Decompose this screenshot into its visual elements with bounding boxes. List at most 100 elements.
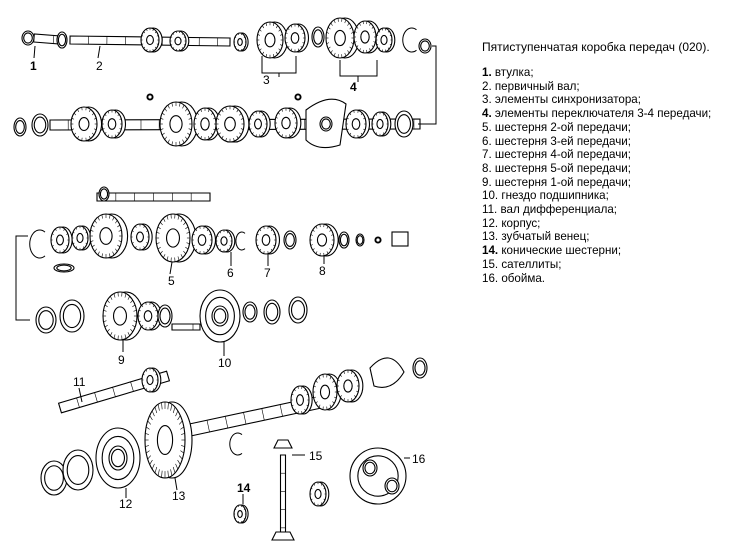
gear-tooth — [118, 240, 122, 242]
gear-tooth — [91, 244, 95, 248]
ring-inner — [364, 461, 376, 475]
switching-element-part — [375, 27, 396, 53]
gear-tooth — [75, 246, 77, 249]
gear-tooth — [276, 25, 278, 29]
gear-tooth — [75, 227, 77, 230]
gear-tooth — [213, 117, 216, 120]
ring-inner — [356, 235, 364, 245]
washer-part — [338, 231, 350, 249]
gear-bore — [290, 32, 300, 44]
legend-item-number: 12. — [482, 216, 499, 230]
gear-tooth — [181, 47, 184, 49]
gear-tooth — [359, 48, 361, 51]
gear-tooth — [312, 229, 315, 232]
gear-tooth — [383, 113, 385, 116]
bearing-part — [242, 301, 258, 323]
gear-tooth — [285, 42, 288, 44]
legend-item-number: 5. — [482, 120, 492, 134]
gear-tooth — [328, 26, 331, 30]
gear-tooth — [369, 48, 371, 51]
shaft-spline — [52, 35, 55, 44]
gear-tooth — [349, 132, 352, 136]
legend-item-text: втулка; — [491, 66, 534, 79]
gear-tooth — [109, 214, 111, 219]
legend-item: 9. шестерня 1-ой передачи; — [482, 176, 744, 190]
gear-tooth — [356, 390, 359, 393]
gear-tooth — [270, 228, 273, 232]
gear-tooth — [154, 407, 158, 414]
gear-tooth — [360, 132, 363, 136]
gear-tooth — [104, 113, 107, 117]
gear-tooth — [329, 229, 332, 232]
circlip-part — [229, 432, 243, 456]
gear-tooth — [147, 420, 152, 425]
legend-item-text: шестерня 3-ей передачи; — [491, 134, 631, 148]
gear-tooth — [52, 245, 54, 247]
gear-tooth — [278, 29, 281, 32]
gear-tooth — [236, 135, 239, 139]
gear-tooth — [216, 245, 219, 247]
gear-tooth — [306, 404, 309, 407]
gear-tooth — [72, 231, 75, 234]
gear-tooth — [171, 141, 173, 146]
gear-tooth — [229, 235, 232, 237]
gear-bore — [376, 118, 384, 130]
gear-tooth — [302, 42, 305, 44]
ring-inner — [420, 40, 430, 52]
gear-tooth — [219, 248, 221, 251]
bushing-part — [21, 30, 35, 46]
gear-part — [193, 107, 221, 141]
cage-window — [384, 477, 400, 495]
gear-tooth — [182, 104, 185, 109]
gear-tooth — [157, 226, 161, 230]
legend-item-text: шестерня 5-ой передачи; — [491, 161, 631, 175]
gear-tooth — [281, 109, 283, 112]
synchronizer-ring-part — [311, 26, 325, 48]
gear-bore — [334, 29, 346, 47]
gear-tooth — [73, 132, 77, 136]
gear-part — [274, 107, 302, 139]
gear-tooth — [66, 233, 68, 235]
small-gear-part — [233, 32, 249, 52]
gear-part — [141, 367, 162, 393]
gear-tooth — [259, 228, 262, 232]
bevel-gear-part — [309, 481, 330, 507]
gear-tooth — [117, 113, 120, 117]
gear-tooth — [371, 45, 374, 48]
gear-tooth — [152, 49, 154, 52]
gear-bore — [146, 34, 154, 46]
gear-tooth — [315, 226, 318, 229]
gear-tooth — [262, 132, 264, 135]
gear-tooth — [225, 137, 227, 142]
gear-tooth — [334, 385, 337, 388]
gear-tooth — [175, 463, 179, 470]
callout-3: 3 — [263, 73, 270, 87]
callout-9: 9 — [118, 353, 125, 367]
gear-bore — [380, 34, 388, 46]
gear-tooth — [221, 135, 224, 139]
legend-item: 4. элементы переключателя 3-4 передачи; — [482, 107, 744, 121]
gear-tooth — [130, 299, 133, 304]
ring-inner — [244, 304, 256, 320]
gear-tooth — [167, 139, 170, 144]
gear-tooth — [291, 404, 294, 407]
gear-tooth — [145, 388, 147, 391]
gear-tooth — [104, 131, 107, 135]
legend-item-number: 15. — [482, 257, 499, 271]
gear-tooth — [351, 398, 353, 401]
gear-tooth — [66, 245, 68, 247]
gear-tooth — [304, 408, 306, 412]
gear-tooth — [155, 384, 158, 387]
gear-tooth — [252, 113, 254, 116]
gear-tooth — [152, 304, 155, 308]
gear-tooth — [146, 230, 148, 232]
gear-tooth — [112, 216, 115, 221]
gear-tooth — [294, 127, 297, 130]
legend-item-text: вал дифференциала; — [497, 203, 618, 217]
legend-item-number: 16. — [482, 271, 499, 285]
bolt-part — [294, 93, 302, 101]
legend-item-text: корпус; — [498, 216, 541, 230]
gear-tooth — [143, 225, 145, 228]
legend-item: 3. элементы синхронизатора; — [482, 93, 744, 107]
leader-line — [78, 387, 83, 403]
